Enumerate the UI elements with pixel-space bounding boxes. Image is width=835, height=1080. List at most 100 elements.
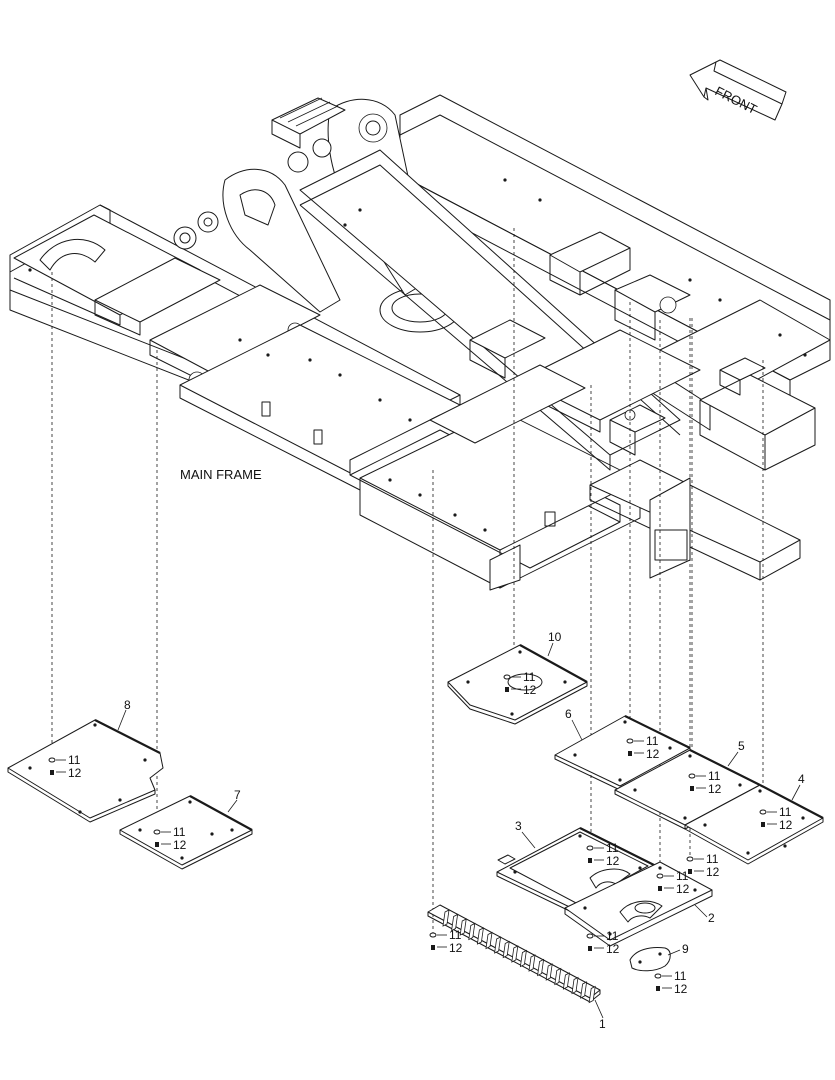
bolt-icon <box>586 845 594 851</box>
louver-slot <box>485 931 493 950</box>
washer-icon <box>50 770 54 775</box>
callout-10: 10 <box>548 630 562 644</box>
cover-plate-8 <box>7 719 164 823</box>
callout-1: 1 <box>599 1017 606 1031</box>
louver-plate-1 <box>427 904 601 1004</box>
bolt-icon <box>153 829 161 835</box>
louver-slot <box>476 927 484 945</box>
cover-plate-7 <box>119 795 253 870</box>
callout-11: 11 <box>706 852 719 866</box>
callout-12: 12 <box>449 941 463 955</box>
main-frame <box>9 94 831 591</box>
bolt-icon <box>503 674 511 680</box>
fasteners: 1112111211121112111211121112111211121112… <box>48 670 793 996</box>
callout-12: 12 <box>674 982 688 996</box>
washer-icon <box>690 786 694 791</box>
louver-slot <box>562 972 570 990</box>
callout-11: 11 <box>523 670 536 684</box>
callout-12: 12 <box>779 818 793 832</box>
callout-12: 12 <box>706 865 720 879</box>
bolt-icon <box>688 773 696 779</box>
washer-icon <box>628 751 632 756</box>
callout-12: 12 <box>68 766 82 780</box>
washer-icon <box>588 946 592 951</box>
callout-12: 12 <box>646 747 660 761</box>
louver-slot <box>468 922 476 941</box>
washer-icon <box>431 945 435 950</box>
cover-9 <box>629 947 671 972</box>
callout-11: 11 <box>646 734 659 748</box>
main-frame-label: MAIN FRAME <box>180 467 262 482</box>
callout-12: 12 <box>173 838 187 852</box>
louver-slot <box>588 985 596 1004</box>
louver-slot <box>528 954 536 972</box>
front-arrow: FRONT <box>689 59 787 121</box>
louver-slot <box>545 963 553 981</box>
washer-icon <box>588 858 592 863</box>
callout-4: 4 <box>798 772 805 786</box>
callout-8: 8 <box>124 698 131 712</box>
louver-slot <box>519 949 527 968</box>
callout-11: 11 <box>173 825 186 839</box>
louver-slot <box>537 958 545 977</box>
louver-slot <box>571 976 579 995</box>
callout-11: 11 <box>674 969 687 983</box>
bolt-icon <box>654 973 662 979</box>
callout-12: 12 <box>606 942 620 956</box>
callout-2: 2 <box>708 911 715 925</box>
callout-12: 12 <box>676 882 690 896</box>
washer-icon <box>761 822 765 827</box>
cover-plate-4 <box>684 784 824 865</box>
callout-7: 7 <box>234 788 241 802</box>
washer-icon <box>658 886 662 891</box>
washer-icon <box>155 842 159 847</box>
bolt-icon <box>48 757 56 763</box>
callout-11: 11 <box>676 869 689 883</box>
callout-5: 5 <box>738 739 745 753</box>
cover-plate-10 <box>447 644 588 725</box>
bolt-icon <box>626 738 634 744</box>
washer-icon <box>656 986 660 991</box>
callout-11: 11 <box>606 929 619 943</box>
callout-11: 11 <box>779 805 792 819</box>
bolt-icon <box>686 856 694 862</box>
louver-slot <box>459 918 467 936</box>
bolt-icon <box>759 809 767 815</box>
callout-3: 3 <box>515 819 522 833</box>
bolt-icon <box>656 873 664 879</box>
callout-9: 9 <box>682 942 689 956</box>
callout-11: 11 <box>606 841 619 855</box>
callout-12: 12 <box>606 854 620 868</box>
cover-plate-2 <box>564 861 713 947</box>
louver-slot <box>580 981 588 999</box>
callout-11: 11 <box>708 769 721 783</box>
callout-11: 11 <box>449 928 462 942</box>
washer-icon <box>505 687 509 692</box>
louver-slot <box>502 940 510 959</box>
washer-icon <box>688 869 692 874</box>
bolt-icon <box>429 932 437 938</box>
callout-11: 11 <box>68 753 81 767</box>
callout-6: 6 <box>565 707 572 721</box>
callout-12: 12 <box>708 782 722 796</box>
louver-slot <box>442 909 450 927</box>
louver-slot <box>451 913 459 932</box>
louver-slot <box>511 945 519 963</box>
bolt-icon <box>586 933 594 939</box>
louver-slot <box>554 967 562 986</box>
louver-slot <box>494 936 502 954</box>
callout-12: 12 <box>523 683 537 697</box>
